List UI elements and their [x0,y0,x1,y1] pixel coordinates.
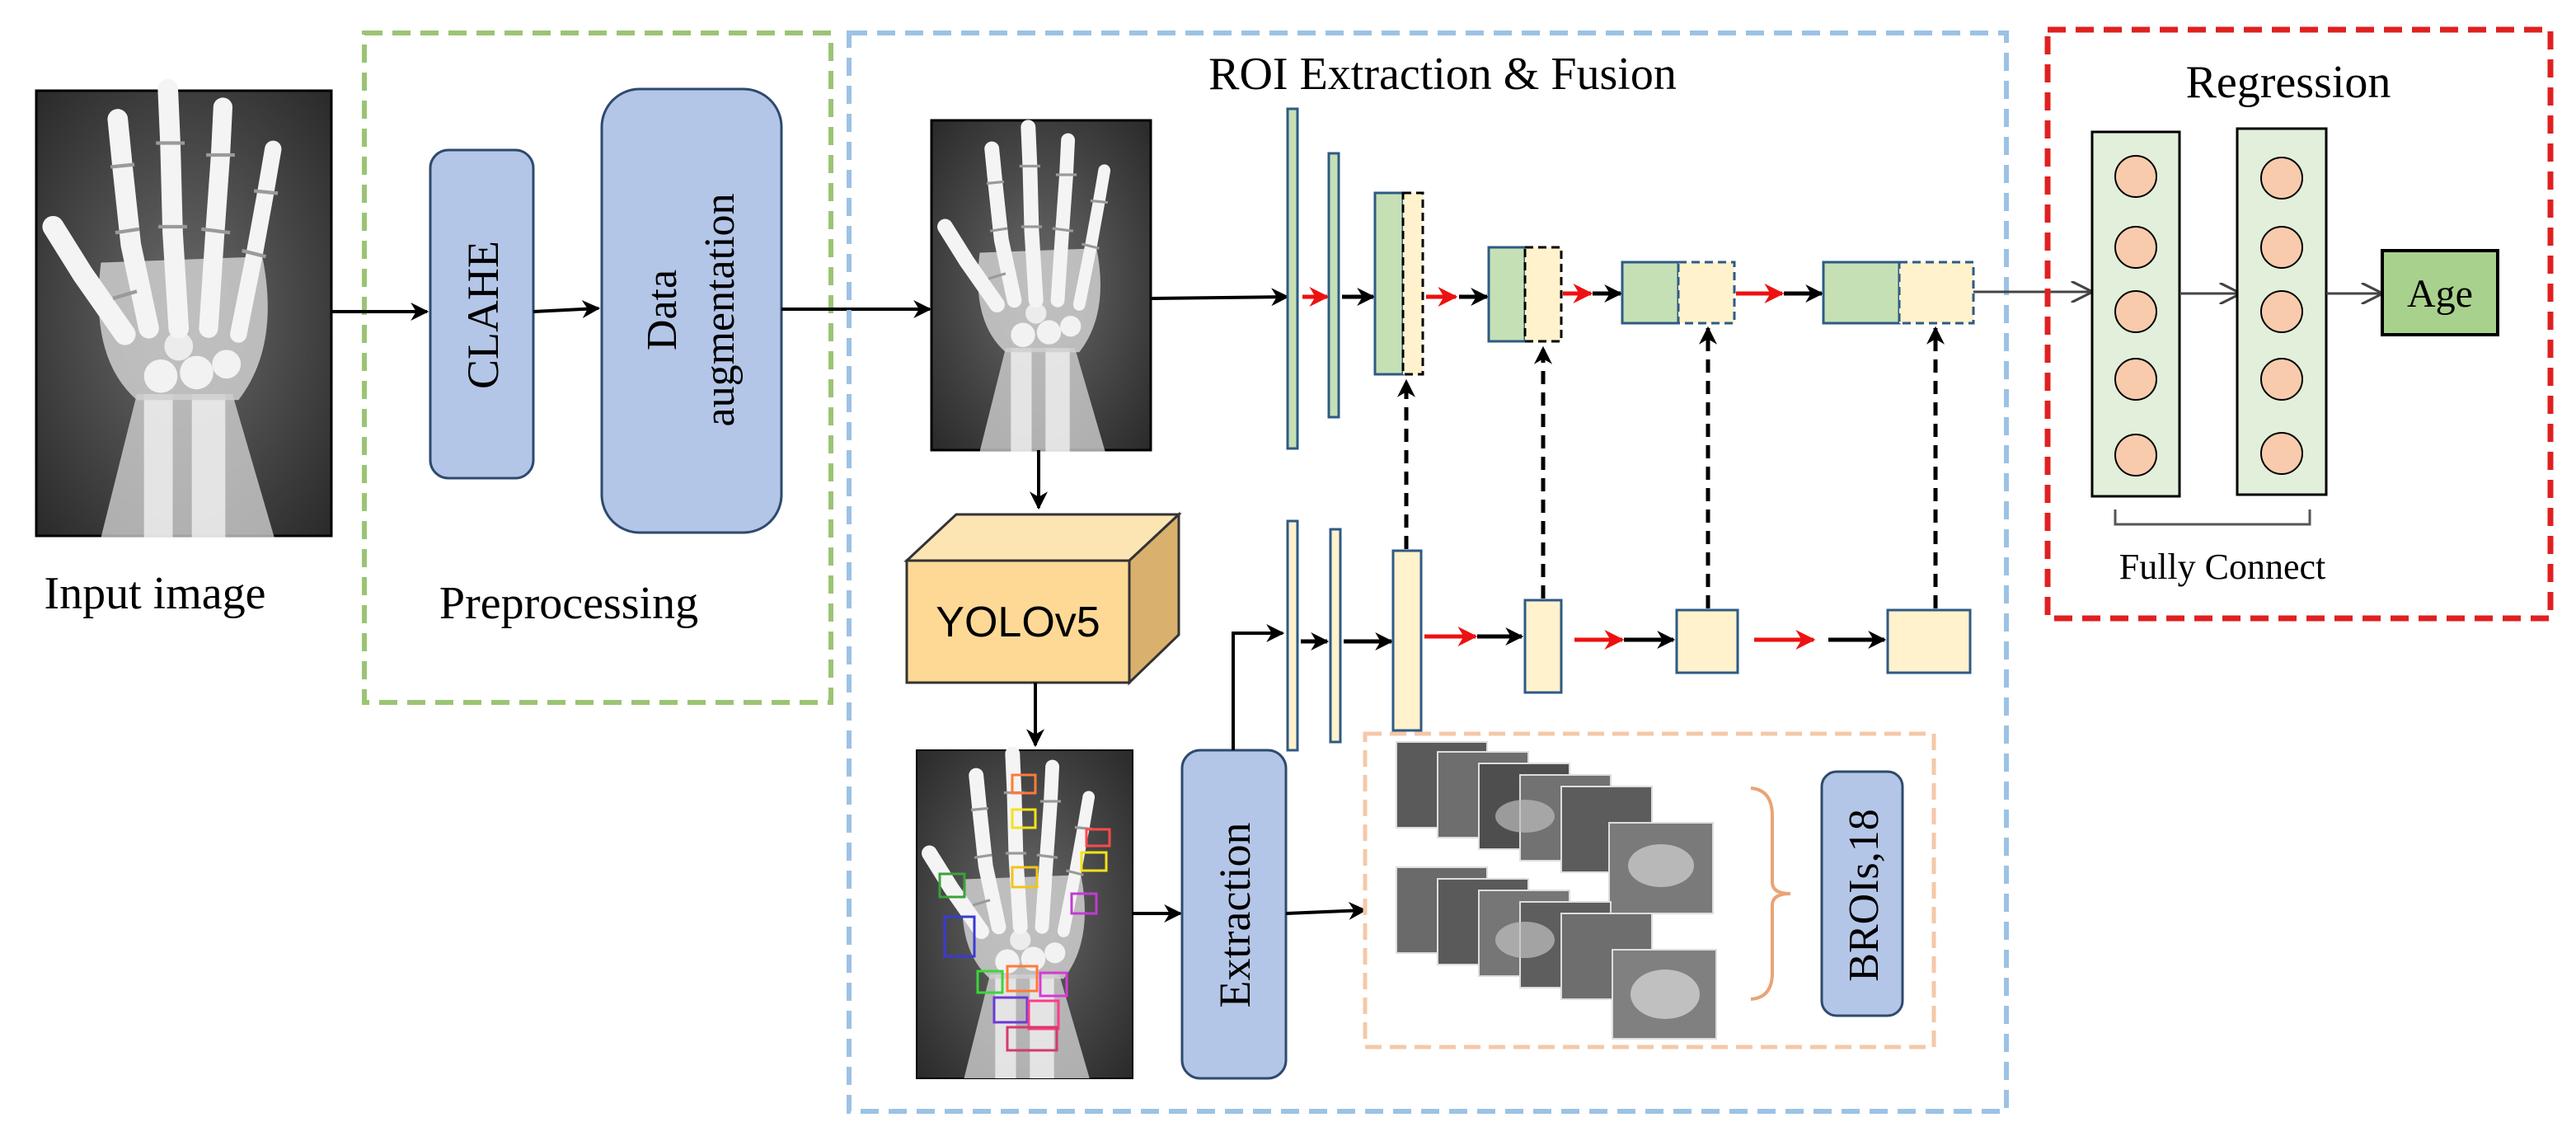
fc-layer-2-node [2260,358,2303,401]
age-output-box [2381,249,2499,336]
detection-xray-image [916,750,1133,1078]
roi-patch-stack-lower [1396,866,1717,1040]
fc-layer-1-node [2114,434,2157,477]
extraction-label: Extraction [1210,823,1260,1008]
feature-map-top-4 [1487,246,1527,343]
feature-map-bottom-4 [1523,599,1563,694]
yolov5-block [903,511,1182,686]
feature-map-top-2 [1327,152,1340,419]
feature-map-top-6 [1822,261,1901,325]
regression-region [2044,26,2554,622]
data-augmentation-label-line2: augmentation [697,193,744,426]
data-augmentation-box [600,87,783,534]
feature-map-bottom-1 [1286,519,1299,752]
fully-connect-label: Fully Connect [2119,547,2326,587]
roi-extraction-region [847,31,2009,1114]
feature-map-top-1 [1286,107,1299,450]
fc-layer-2-node [2260,226,2303,269]
preprocessing-region [362,31,833,705]
feature-map-bottom-5 [1675,608,1739,674]
brois-box [1820,770,1904,1017]
fc-layer-2-node [2260,157,2303,200]
preprocessed-xray-image [930,119,1152,452]
roi-patch-stack-upper [1396,741,1714,914]
brois-label: BROIs,18 [1841,809,1888,981]
feature-map-bottom-6 [1886,608,1972,674]
fc-layer-2-node [2260,432,2303,475]
fc-layer-1-node [2114,290,2157,333]
fc-layer-1-node [2114,358,2157,401]
preprocessing-label: Preprocessing [439,578,698,629]
brois-region [1363,731,1936,1049]
arrow-image-to-features [1150,288,1290,307]
feature-map-bottom-2 [1329,528,1342,744]
data-augmentation-label-line1: Data [639,270,686,350]
feature-map-bottom-3 [1391,549,1423,732]
fused-map-top-6 [1898,261,1975,325]
clahe-label: CLAHE [458,241,508,389]
input-image-label: Input image [44,568,265,619]
clahe-box [429,148,535,480]
brois-brace [1750,786,1791,1001]
regression-title: Regression [2186,57,2391,108]
arrow-extraction-to-roi-branch [1232,624,1285,750]
fully-connect-bracket [2114,509,2311,526]
arrow-extraction-to-brois [1285,901,1368,920]
fc-layer-1-node [2114,155,2157,198]
roi-title: ROI Extraction & Fusion [1208,49,1677,100]
yolov5-label: YOLOv5 [936,599,1100,646]
fused-map-top-4 [1523,246,1563,343]
feature-map-top-3 [1373,191,1405,376]
arrow-clahe-to-augmentation [533,300,601,318]
fused-map-top-5 [1677,261,1736,325]
feature-map-top-5 [1621,261,1680,325]
age-label: Age [2407,272,2473,316]
fused-map-top-3 [1401,191,1424,376]
fc-layer-1-node [2114,226,2157,269]
input-xray-image [35,89,333,538]
fc-layer-2-node [2260,290,2303,333]
